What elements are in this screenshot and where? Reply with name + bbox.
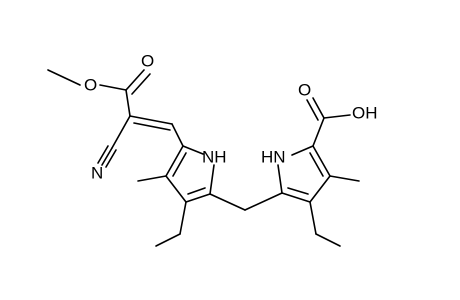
bond-rp-carboxyl [312,117,325,147]
bond-lp-ethyl-2 [155,233,181,247]
bond-lp-ethyl-1 [179,201,187,235]
bond-ester-alpha [125,89,131,117]
atom-label-methoxy-o: O [84,75,97,94]
bond-o-ester-carbon [99,84,127,91]
bond-lp-c3-c2-double [172,152,187,177]
bond-lp-c3-c2 [165,145,184,177]
bond-carboxyl-oh [323,114,351,119]
bonds [47,69,360,247]
bond-lp-c5-c4 [185,193,211,203]
bond-rp-methyl [329,175,360,182]
atom-label-carboxylic-o: O [298,80,311,99]
bond-nitrile-1 [101,147,113,166]
bond-methyl-o [47,69,81,86]
bond-lp-c2-n [182,145,204,155]
bond-bridge-2 [244,192,283,211]
atom-labels: O O N NH HN O OH [84,51,378,182]
atom-label-carboxylic-oh: OH [352,103,378,122]
bond-lp-methyl [137,175,167,182]
bond-rp-c2-c3 [312,145,331,177]
bond-rp-ethyl-1 [309,201,317,235]
bond-vinyl-pyrrole [171,123,184,147]
bond-vinyl-2 [133,122,171,131]
bond-rp-c2-c3-double [309,152,324,177]
bond-rp-c4-c5-double [287,187,309,195]
bond-carboxyl-co-1 [312,97,325,119]
atom-label-pyrrole-nh-right: HN [261,147,286,166]
atom-label-pyrrole-nh-left: NH [202,147,227,166]
bond-rp-n-c2 [291,145,314,156]
bond-carboxyl-co-2 [306,99,319,121]
bond-lp-n-c5 [209,164,215,195]
atom-label-carbonyl-o: O [141,51,154,70]
bond-nitrile-2 [105,149,117,168]
bond-lp-c4-c3 [165,175,187,203]
bond-vinyl-1 [129,115,173,125]
atom-label-nitrogen: N [91,163,103,182]
bond-ester-carbonyl-2 [131,73,151,95]
bond-bridge-1 [209,193,246,211]
bond-lp-c5-c4-double [187,187,206,195]
bond-nitrile-3 [97,145,109,164]
bond-rp-ethyl-2 [315,233,341,247]
bond-alpha-cyano [111,115,131,149]
bond-rp-c3-c4 [309,175,331,203]
bond-rp-c5-n [277,164,283,194]
bond-rp-c4-c5 [281,192,311,203]
bond-ester-carbonyl-1 [125,69,145,91]
